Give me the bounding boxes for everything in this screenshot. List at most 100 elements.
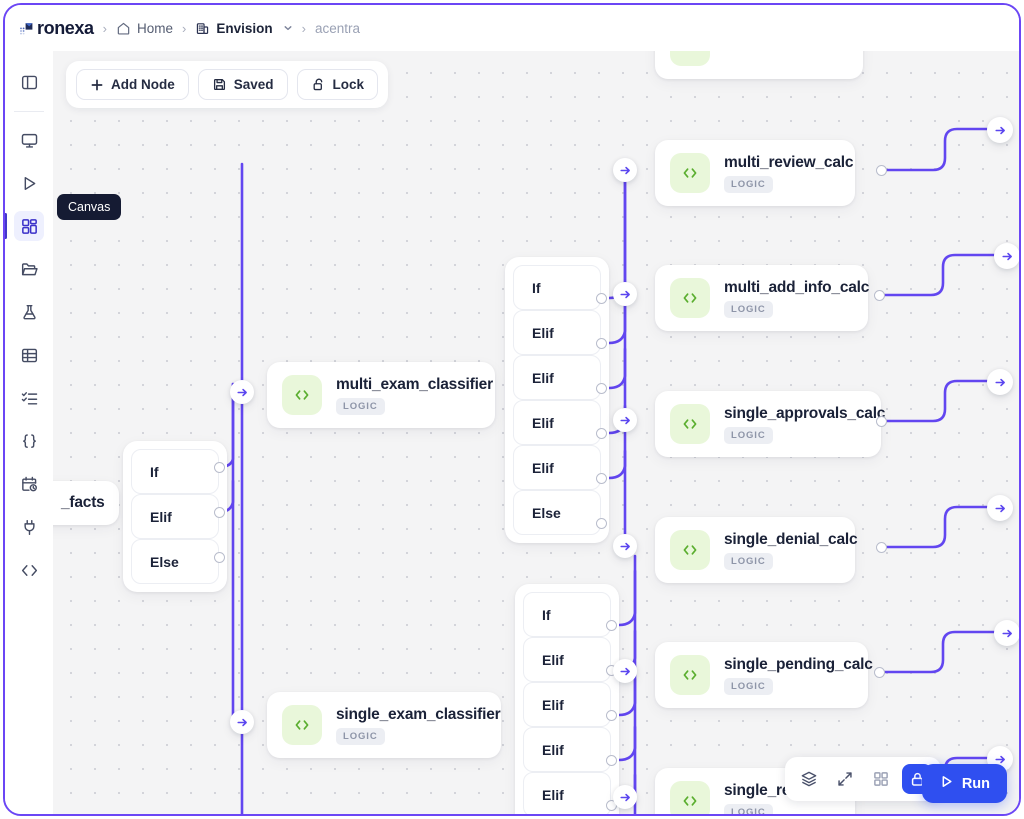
branch-row[interactable]: Elif bbox=[513, 400, 601, 445]
branch-block-lower[interactable]: If Elif Elif Elif Elif Elif bbox=[515, 584, 619, 814]
canvas-toolbar: Add Node Saved Lock bbox=[66, 61, 389, 108]
node-card-top-partial[interactable] bbox=[655, 51, 863, 79]
sidebar-item-canvas[interactable] bbox=[5, 211, 44, 241]
home-icon bbox=[116, 21, 131, 36]
branch-port[interactable] bbox=[596, 383, 607, 394]
saved-button[interactable]: Saved bbox=[197, 69, 288, 100]
breadcrumb-label-envision: Envision bbox=[216, 20, 273, 36]
branch-row[interactable]: Elif bbox=[513, 445, 601, 490]
branch-row[interactable]: If bbox=[523, 592, 611, 637]
sidebar-item-code[interactable] bbox=[14, 555, 44, 585]
node-card-multi-exam-classifier[interactable]: multi_exam_classifier LOGIC bbox=[267, 362, 495, 428]
branch-row[interactable]: Elif bbox=[523, 727, 611, 772]
sidebar-item-plug[interactable] bbox=[14, 512, 44, 542]
add-edge-arrow-button[interactable] bbox=[230, 710, 254, 734]
branch-row[interactable]: Elif bbox=[513, 355, 601, 400]
sidebar-item-play[interactable] bbox=[14, 168, 44, 198]
add-edge-arrow-button[interactable] bbox=[613, 659, 637, 683]
branch-row[interactable]: If bbox=[513, 265, 601, 310]
code-brackets-icon bbox=[670, 153, 710, 193]
add-node-button[interactable]: Add Node bbox=[76, 69, 189, 100]
node-card-partial[interactable]: _facts bbox=[53, 481, 119, 525]
sidebar-item-calendar-clock[interactable] bbox=[14, 469, 44, 499]
add-edge-arrow-button[interactable] bbox=[987, 369, 1013, 395]
app-logo[interactable]: ronexa bbox=[19, 18, 94, 39]
sidebar-item-braces[interactable] bbox=[14, 426, 44, 456]
branch-row[interactable]: If bbox=[131, 449, 219, 494]
code-brackets-icon bbox=[670, 655, 710, 695]
node-badge: LOGIC bbox=[724, 426, 773, 444]
node-output-port[interactable] bbox=[876, 542, 887, 553]
node-badge: LOGIC bbox=[724, 677, 773, 695]
branch-row[interactable]: Else bbox=[131, 539, 219, 584]
node-output-port[interactable] bbox=[874, 290, 885, 301]
breadcrumb-item-envision[interactable]: Envision bbox=[195, 21, 292, 36]
expand-icon[interactable] bbox=[830, 764, 860, 794]
left-rail bbox=[5, 51, 53, 814]
branch-block-middle[interactable]: If Elif Elif Elif Elif Else bbox=[505, 257, 609, 543]
branch-port[interactable] bbox=[596, 518, 607, 529]
node-output-port[interactable] bbox=[876, 165, 887, 176]
node-title: single_exam_classifier bbox=[336, 705, 501, 723]
add-edge-arrow-button[interactable] bbox=[987, 495, 1013, 521]
branch-block-left[interactable]: If Elif Else bbox=[123, 441, 227, 592]
flow-canvas[interactable]: Add Node Saved Lock bbox=[53, 51, 1019, 814]
sidebar-item-table[interactable] bbox=[14, 340, 44, 370]
branch-port[interactable] bbox=[214, 552, 225, 563]
node-card-single-pending-calc[interactable]: single_pending_calc LOGIC bbox=[655, 642, 873, 708]
run-button[interactable]: Run bbox=[921, 764, 1007, 803]
breadcrumb-separator-3: › bbox=[301, 20, 306, 36]
branch-row[interactable]: Elif bbox=[523, 637, 611, 682]
add-edge-arrow-button[interactable] bbox=[613, 158, 637, 182]
breadcrumb-label-home: Home bbox=[136, 20, 173, 36]
add-edge-arrow-button[interactable] bbox=[994, 620, 1019, 646]
add-edge-arrow-button[interactable] bbox=[987, 117, 1013, 143]
node-output-port[interactable] bbox=[874, 667, 885, 678]
branch-row[interactable]: Elif bbox=[131, 494, 219, 539]
node-card-single-exam-classifier[interactable]: single_exam_classifier LOGIC bbox=[267, 692, 501, 758]
branch-port[interactable] bbox=[606, 620, 617, 631]
lock-button[interactable]: Lock bbox=[296, 69, 379, 100]
breadcrumb-item-acentra[interactable]: acentra bbox=[315, 21, 360, 36]
branch-port[interactable] bbox=[606, 755, 617, 766]
branch-port[interactable] bbox=[606, 710, 617, 721]
node-card-multi-review-calc[interactable]: multi_review_calc LOGIC bbox=[655, 140, 855, 206]
layers-icon[interactable] bbox=[794, 764, 824, 794]
building-icon bbox=[195, 21, 210, 36]
code-brackets-icon bbox=[670, 278, 710, 318]
sidebar-item-folder[interactable] bbox=[14, 254, 44, 284]
breadcrumb-item-home[interactable]: Home bbox=[116, 21, 173, 36]
code-brackets-icon bbox=[282, 375, 322, 415]
branch-row[interactable]: Elif bbox=[523, 682, 611, 727]
sidebar-item-panel-toggle[interactable] bbox=[14, 67, 44, 97]
sidebar-item-flask[interactable] bbox=[14, 297, 44, 327]
branch-port[interactable] bbox=[596, 293, 607, 304]
branch-row[interactable]: Elif bbox=[523, 772, 611, 814]
node-card-multi-add-info-calc[interactable]: multi_add_info_calc LOGIC bbox=[655, 265, 870, 331]
node-card-single-denial-calc[interactable]: single_denial_calc LOGIC bbox=[655, 517, 858, 583]
branch-port[interactable] bbox=[596, 473, 607, 484]
sidebar-item-monitor[interactable] bbox=[14, 125, 44, 155]
node-title: single_rev bbox=[724, 781, 799, 799]
branch-row[interactable]: Elif bbox=[513, 310, 601, 355]
branch-row[interactable]: Else bbox=[513, 490, 601, 535]
add-edge-arrow-button[interactable] bbox=[613, 408, 637, 432]
add-edge-arrow-button[interactable] bbox=[230, 380, 254, 404]
save-icon bbox=[212, 77, 227, 92]
add-edge-arrow-button[interactable] bbox=[613, 534, 637, 558]
node-title: multi_add_info_calc bbox=[724, 278, 870, 296]
node-card-single-approvals-calc[interactable]: single_approvals_calc LOGIC bbox=[655, 391, 885, 457]
node-output-port[interactable] bbox=[876, 416, 887, 427]
add-edge-arrow-button[interactable] bbox=[994, 243, 1019, 269]
branch-port[interactable] bbox=[596, 338, 607, 349]
add-edge-arrow-button[interactable] bbox=[613, 785, 637, 809]
branch-port[interactable] bbox=[214, 507, 225, 518]
code-brackets-icon bbox=[670, 530, 710, 570]
run-label: Run bbox=[961, 775, 990, 792]
sidebar-item-checklist[interactable] bbox=[14, 383, 44, 413]
branch-port[interactable] bbox=[214, 462, 225, 473]
chevron-down-icon[interactable] bbox=[283, 23, 293, 33]
grid-icon[interactable] bbox=[866, 764, 896, 794]
add-edge-arrow-button[interactable] bbox=[613, 282, 637, 306]
branch-port[interactable] bbox=[596, 428, 607, 439]
